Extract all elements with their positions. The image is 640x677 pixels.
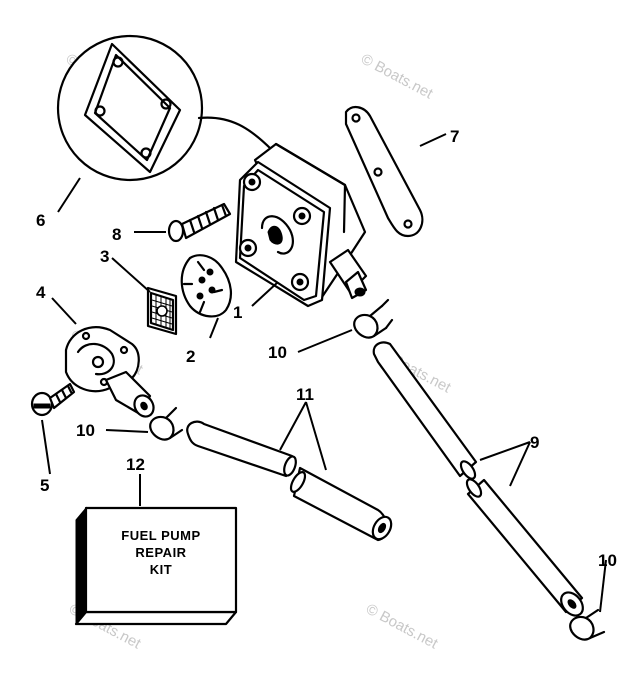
callout-5: 5	[40, 476, 49, 495]
part-1-fuel-pump-body	[234, 142, 368, 308]
callout-numbers: 1 2 3 4 5 6 7 8 9 10 10 10 11 12	[36, 127, 617, 570]
callout-7: 7	[450, 127, 459, 146]
callout-1: 1	[233, 303, 242, 322]
callout-10-lower: 10	[598, 551, 617, 570]
part-7-mounting-plate	[344, 106, 424, 238]
part-6-gasket-detail	[56, 34, 274, 182]
part-10-clamp-left	[149, 406, 184, 441]
part-10-clamp-upper	[353, 298, 394, 339]
callout-9: 9	[530, 433, 539, 452]
kit-label-line3: KIT	[150, 562, 172, 577]
leader-lines	[41, 133, 607, 613]
part-9-hose	[372, 341, 584, 617]
part-12-repair-kit-box: FUEL PUMP REPAIR KIT	[74, 506, 238, 626]
watermark: © Boats.net	[363, 601, 441, 653]
callout-3: 3	[100, 247, 109, 266]
watermark: © Boats.net	[358, 51, 436, 103]
callout-8: 8	[112, 225, 121, 244]
callout-6: 6	[36, 211, 45, 230]
part-3-filter-screen	[146, 286, 178, 336]
part-2-diaphragm-plate	[180, 254, 232, 318]
part-10-clamp-lower	[569, 608, 606, 641]
callout-11: 11	[296, 385, 314, 404]
callout-10-left: 10	[76, 421, 95, 440]
part-8-screw	[167, 202, 232, 243]
callout-10-upper: 10	[268, 343, 287, 362]
callout-12: 12	[126, 455, 145, 474]
part-5-screw	[30, 382, 76, 417]
kit-label-line1: FUEL PUMP	[121, 528, 200, 543]
part-4-pump-cover	[64, 326, 155, 418]
callout-2: 2	[186, 347, 195, 366]
part-11-hose	[186, 420, 393, 542]
callout-4: 4	[36, 283, 46, 302]
kit-label-line2: REPAIR	[135, 545, 186, 560]
